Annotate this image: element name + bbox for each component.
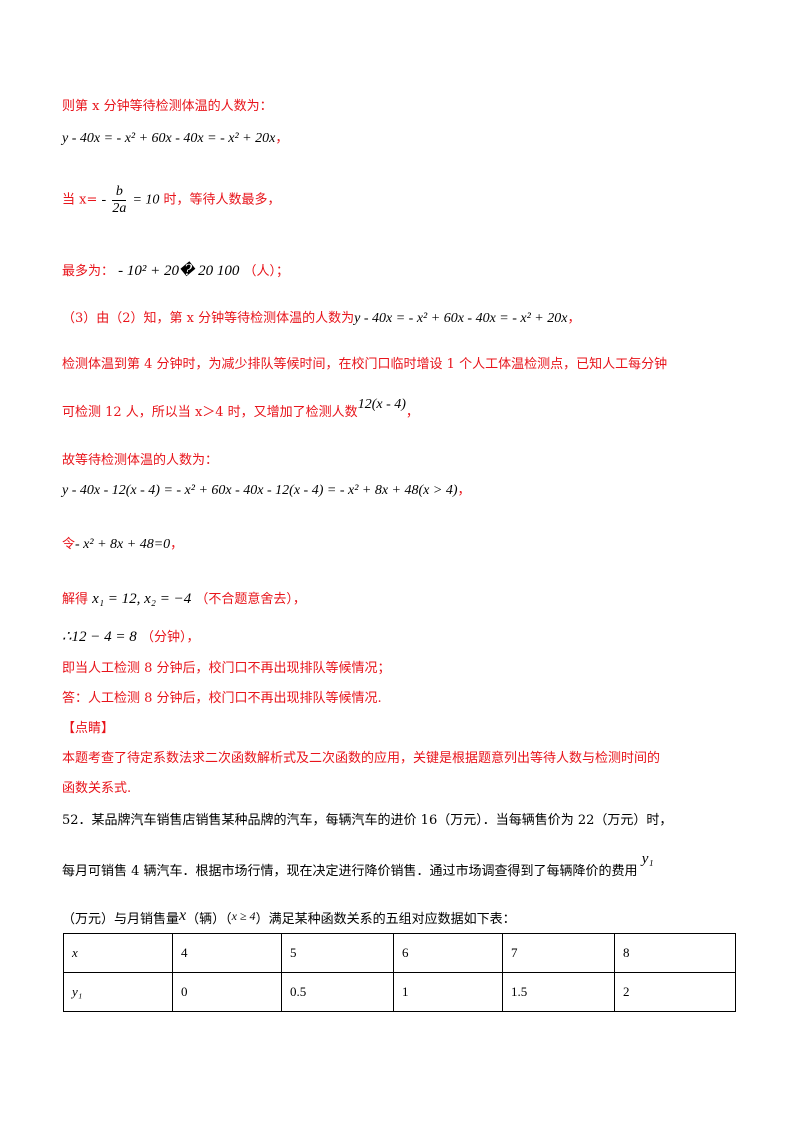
text-line: 可检测 12 人，所以当 x＞4 时，又增加了检测人数12(x - 4)， xyxy=(62,397,419,422)
text: （分钟）， xyxy=(140,630,200,645)
text: 令 xyxy=(62,537,76,552)
table-row: x 4 5 6 7 8 xyxy=(63,933,736,973)
punctuation: ， xyxy=(457,483,471,498)
punctuation: ， xyxy=(405,405,419,420)
equation: 12(x - 4) xyxy=(357,397,406,412)
text-line: 令- x² + 8x + 48=0， xyxy=(62,536,183,554)
table-cell: 4 xyxy=(172,933,282,973)
text: 可检测 12 人，所以当 x＞4 时，又增加了检测人数 xyxy=(62,405,358,420)
text-line: 故等待检测体温的人数为： xyxy=(62,453,219,468)
equation-line: y - 40x - 12(x - 4) = - x² + 60x - 40x -… xyxy=(62,482,471,500)
text-line: 答：人工检测 8 分钟后，校门口不再出现排队等候情况. xyxy=(62,691,382,706)
punctuation: ， xyxy=(170,537,184,552)
variable: y₁ xyxy=(641,851,654,867)
text-line: 本题考查了待定系数法求二次函数解析式及二次函数的应用，关键是根据题意列出等待人数… xyxy=(62,751,661,766)
equation: - 10² + 20� 20 100 xyxy=(118,263,240,279)
text: （万元）与月销售量 xyxy=(62,912,180,927)
equation: y - 40x - 12(x - 4) = - x² + 60x - 40x -… xyxy=(62,483,458,498)
table-cell: 6 xyxy=(393,933,503,973)
data-table: x 4 5 6 7 8 y₁ 0 0.5 1 1.5 2 xyxy=(63,933,736,1012)
table-cell: 2 xyxy=(614,972,736,1012)
table-cell: x xyxy=(63,933,173,973)
table-cell: 1.5 xyxy=(502,972,615,1012)
table-cell: 7 xyxy=(502,933,615,973)
section-heading: 【点睛】 xyxy=(62,721,115,736)
text-line: （3）由（2）知，第 x 分钟等待检测体温的人数为y - 40x = - x² … xyxy=(62,310,581,328)
fraction-denominator: 2a xyxy=(112,201,127,216)
table-cell: 8 xyxy=(614,933,736,973)
text: （不合题意舍去）， xyxy=(195,592,306,607)
text: （3）由（2）知，第 x 分钟等待检测体温的人数为 xyxy=(62,311,355,326)
text: 每月可销售 4 辆汽车．根据市场行情，现在决定进行降价销售．通过市场调查得到了每… xyxy=(62,864,638,879)
table-cell: 5 xyxy=(281,933,394,973)
fraction: b 2a xyxy=(112,184,127,217)
condition: x ≥ 4 xyxy=(231,909,256,923)
question-line: （万元）与月销售量x（辆）（x ≥ 4）满足某种函数关系的五组对应数据如下表： xyxy=(62,907,516,929)
text: ）满足某种函数关系的五组对应数据如下表： xyxy=(255,912,516,927)
text: （辆）（ xyxy=(186,912,232,927)
text: 时，等待人数最多， xyxy=(163,192,281,208)
text: （人）； xyxy=(243,264,290,279)
text-line: 当 x= - b 2a = 10 时，等待人数最多， xyxy=(62,184,281,217)
question-line: 每月可销售 4 辆汽车．根据市场行情，现在决定进行降价销售．通过市场调查得到了每… xyxy=(62,851,654,881)
equation-line: y - 40x = - x² + 60x - 40x = - x² + 20x， xyxy=(62,130,288,148)
equation: x₁ = 12, x₂ = −4 xyxy=(92,591,192,607)
text-line: 检测体温到第 4 分钟时，为减少排队等候时间，在校门口临时增设 1 个人工体温检… xyxy=(62,357,668,372)
punctuation: ， xyxy=(275,131,289,146)
table-cell: 1 xyxy=(393,972,503,1012)
equation: - x² + 8x + 48=0 xyxy=(75,537,171,552)
variable: x xyxy=(179,907,187,924)
table-cell: y₁ xyxy=(63,972,173,1012)
text-line: 则第 x 分钟等待检测体温的人数为： xyxy=(62,99,273,114)
text: 解得 xyxy=(62,592,89,607)
table-row: y₁ 0 0.5 1 1.5 2 xyxy=(63,972,736,1012)
equation: y - 40x = - x² + 60x - 40x = - x² + 20x xyxy=(62,131,276,146)
question-line: 52．某品牌汽车销售店销售某种品牌的汽车，每辆汽车的进价 16（万元）．当每辆售… xyxy=(62,813,673,828)
text-line: 函数关系式. xyxy=(62,781,132,796)
text: 最多为： xyxy=(62,264,115,279)
equation: = 10 xyxy=(132,192,160,208)
text: 当 x= xyxy=(62,192,98,208)
text-line: ∴12 − 4 = 8 （分钟）， xyxy=(62,628,199,647)
punctuation: ， xyxy=(567,311,581,326)
equation: ∴12 − 4 = 8 xyxy=(62,629,137,645)
fraction-numerator: b xyxy=(112,184,127,201)
table-cell: 0.5 xyxy=(281,972,394,1012)
equation: y - 40x = - x² + 60x - 40x = - x² + 20x xyxy=(354,311,568,326)
table-cell: 0 xyxy=(172,972,282,1012)
text-line: 即当人工检测 8 分钟后，校门口不再出现排队等候情况； xyxy=(62,661,391,676)
text-line: 解得 x₁ = 12, x₂ = −4 （不合题意舍去）， xyxy=(62,590,306,609)
text-line: 最多为： - 10² + 20� 20 100 （人）； xyxy=(62,262,289,281)
